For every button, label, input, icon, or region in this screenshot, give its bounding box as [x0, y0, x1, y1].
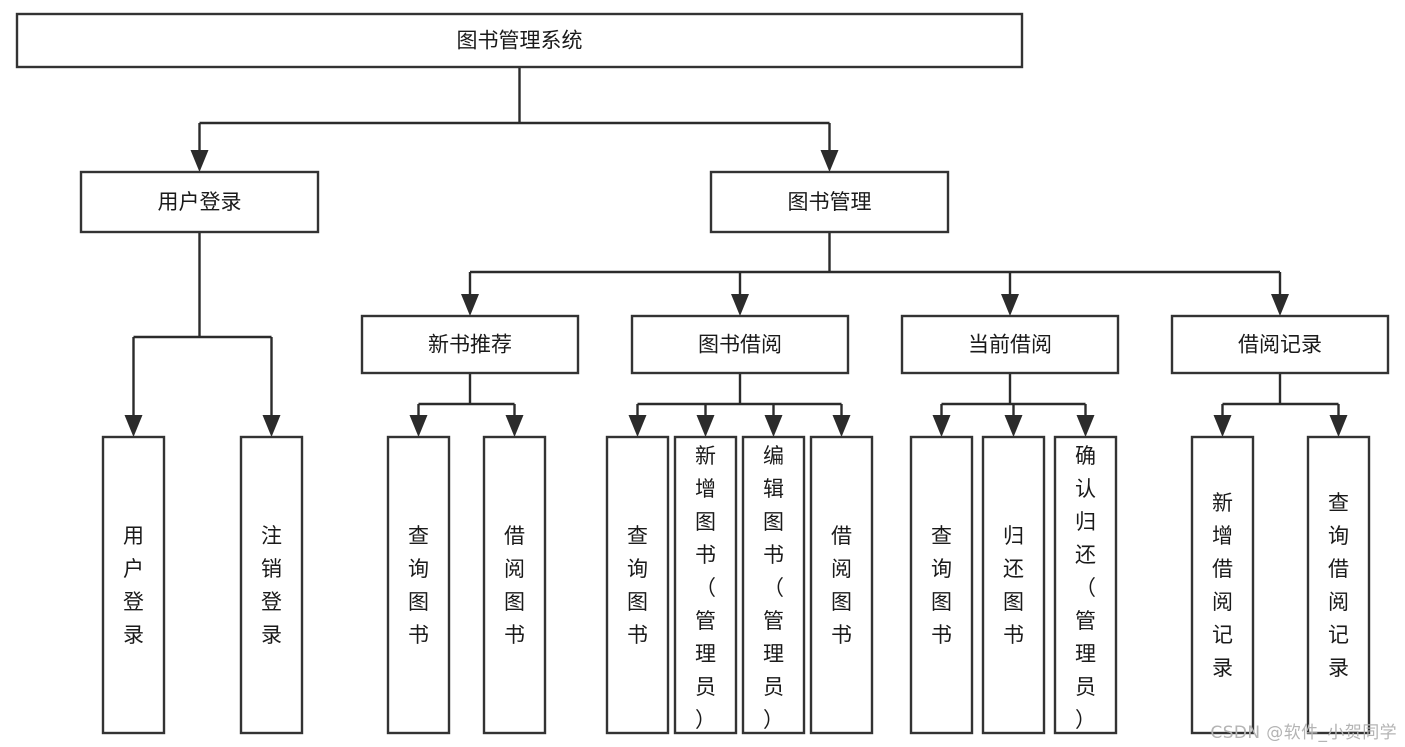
- node-layer: 图书管理系统用户登录图书管理新书推荐图书借阅当前借阅借阅记录用户登录注销登录查询…: [15, 12, 1390, 735]
- node-label-leaf-query-book-3: 查询图书: [931, 524, 952, 647]
- node-leaf-borrow-book-1[interactable]: 借阅图书: [482, 435, 547, 735]
- node-box-new-book-rec: [360, 314, 580, 375]
- node-label-leaf-return-book: 归还图书: [1003, 524, 1024, 647]
- node-label-new-book-rec: 新书推荐: [428, 333, 512, 357]
- node-borrow-record[interactable]: 借阅记录: [1170, 314, 1390, 375]
- node-box-leaf-add-book: [673, 435, 738, 735]
- node-leaf-return-book[interactable]: 归还图书: [981, 435, 1046, 735]
- node-leaf-borrow-book-2[interactable]: 借阅图书: [809, 435, 874, 735]
- bookmanage-to-l3-arrow-1: [731, 294, 749, 316]
- node-box-leaf-confirm-return: [1053, 435, 1118, 735]
- user-login-to-leaves-arrow-1: [262, 415, 281, 437]
- node-label-leaf-user-login: 用户登录: [123, 524, 144, 647]
- node-box-leaf-borrow-book-2: [809, 435, 874, 735]
- book-borrow-to-leaves-arrow-1: [696, 415, 715, 437]
- node-box-leaf-borrow-book-1: [482, 435, 547, 735]
- node-book-borrow[interactable]: 图书借阅: [630, 314, 850, 375]
- borrow-record-to-leaves-arrow-0: [1213, 415, 1232, 437]
- current-borrow-to-leaves-arrow-0: [932, 415, 951, 437]
- node-box-leaf-add-record: [1190, 435, 1255, 735]
- node-box-current-borrow: [900, 314, 1120, 375]
- node-leaf-edit-book[interactable]: 编辑图书（管理员）: [741, 435, 806, 735]
- current-borrow-to-leaves-arrow-1: [1004, 415, 1023, 437]
- node-current-borrow[interactable]: 当前借阅: [900, 314, 1120, 375]
- node-leaf-logout[interactable]: 注销登录: [239, 435, 304, 735]
- borrow-record-to-leaves-arrow-1: [1329, 415, 1348, 437]
- current-borrow-to-leaves-arrow-2: [1076, 415, 1095, 437]
- node-box-book-borrow: [630, 314, 850, 375]
- node-leaf-confirm-return[interactable]: 确认归还（管理员）: [1053, 435, 1118, 735]
- node-label-leaf-logout: 注销登录: [261, 524, 282, 647]
- new-book-rec-to-leaves-arrow-0: [409, 415, 428, 437]
- node-book-manage[interactable]: 图书管理: [709, 170, 950, 234]
- node-label-leaf-borrow-book-2: 借阅图书: [831, 524, 852, 647]
- node-box-leaf-return-book: [981, 435, 1046, 735]
- node-label-leaf-query-book-2: 查询图书: [627, 524, 648, 647]
- bookmanage-to-l3-arrow-2: [1001, 294, 1019, 316]
- node-label-leaf-query-record: 查询借阅记录: [1328, 491, 1349, 680]
- node-user-login[interactable]: 用户登录: [79, 170, 320, 234]
- node-label-book-borrow: 图书借阅: [698, 333, 782, 357]
- node-box-user-login: [79, 170, 320, 234]
- bookmanage-to-l3-arrow-0: [461, 294, 479, 316]
- node-box-leaf-query-book-2: [605, 435, 670, 735]
- node-leaf-query-book-3[interactable]: 查询图书: [909, 435, 974, 735]
- node-box-leaf-query-record: [1306, 435, 1371, 735]
- node-label-leaf-add-book: 新增图书（管理员）: [695, 444, 716, 732]
- node-box-leaf-query-book-1: [386, 435, 451, 735]
- node-label-current-borrow: 当前借阅: [968, 333, 1052, 357]
- node-box-book-manage: [709, 170, 950, 234]
- root-to-l2-arrow-0: [190, 150, 209, 172]
- book-borrow-to-leaves-arrow-0: [628, 415, 647, 437]
- book-borrow-to-leaves-arrow-3: [832, 415, 851, 437]
- node-box-leaf-logout: [239, 435, 304, 735]
- watermark-text: CSDN @软件_小贺同学: [1210, 723, 1397, 743]
- node-label-root: 图书管理系统: [457, 29, 583, 53]
- node-label-leaf-add-record: 新增借阅记录: [1212, 491, 1233, 680]
- bookmanage-to-l3-arrow-3: [1271, 294, 1289, 316]
- node-label-leaf-borrow-book-1: 借阅图书: [504, 524, 525, 647]
- node-label-leaf-edit-book: 编辑图书（管理员）: [763, 444, 784, 732]
- node-leaf-add-book[interactable]: 新增图书（管理员）: [673, 435, 738, 735]
- node-box-leaf-user-login: [101, 435, 166, 735]
- node-leaf-query-book-1[interactable]: 查询图书: [386, 435, 451, 735]
- book-borrow-to-leaves-arrow-2: [764, 415, 783, 437]
- root-to-l2-arrow-1: [820, 150, 839, 172]
- node-label-leaf-confirm-return: 确认归还（管理员）: [1075, 444, 1096, 732]
- node-box-root: [15, 12, 1024, 69]
- node-label-user-login: 用户登录: [158, 190, 242, 214]
- node-leaf-add-record[interactable]: 新增借阅记录: [1190, 435, 1255, 735]
- user-login-to-leaves-arrow-0: [124, 415, 143, 437]
- node-leaf-user-login[interactable]: 用户登录: [101, 435, 166, 735]
- node-box-borrow-record: [1170, 314, 1390, 375]
- node-box-leaf-edit-book: [741, 435, 806, 735]
- node-label-book-manage: 图书管理: [788, 190, 872, 214]
- node-leaf-query-record[interactable]: 查询借阅记录: [1306, 435, 1371, 735]
- node-label-leaf-query-book-1: 查询图书: [408, 524, 429, 647]
- node-leaf-query-book-2[interactable]: 查询图书: [605, 435, 670, 735]
- new-book-rec-to-leaves-arrow-1: [505, 415, 524, 437]
- node-root[interactable]: 图书管理系统: [15, 12, 1024, 69]
- node-label-borrow-record: 借阅记录: [1238, 333, 1322, 357]
- connector-layer: [124, 67, 1348, 437]
- node-new-book-rec[interactable]: 新书推荐: [360, 314, 580, 375]
- node-box-leaf-query-book-3: [909, 435, 974, 735]
